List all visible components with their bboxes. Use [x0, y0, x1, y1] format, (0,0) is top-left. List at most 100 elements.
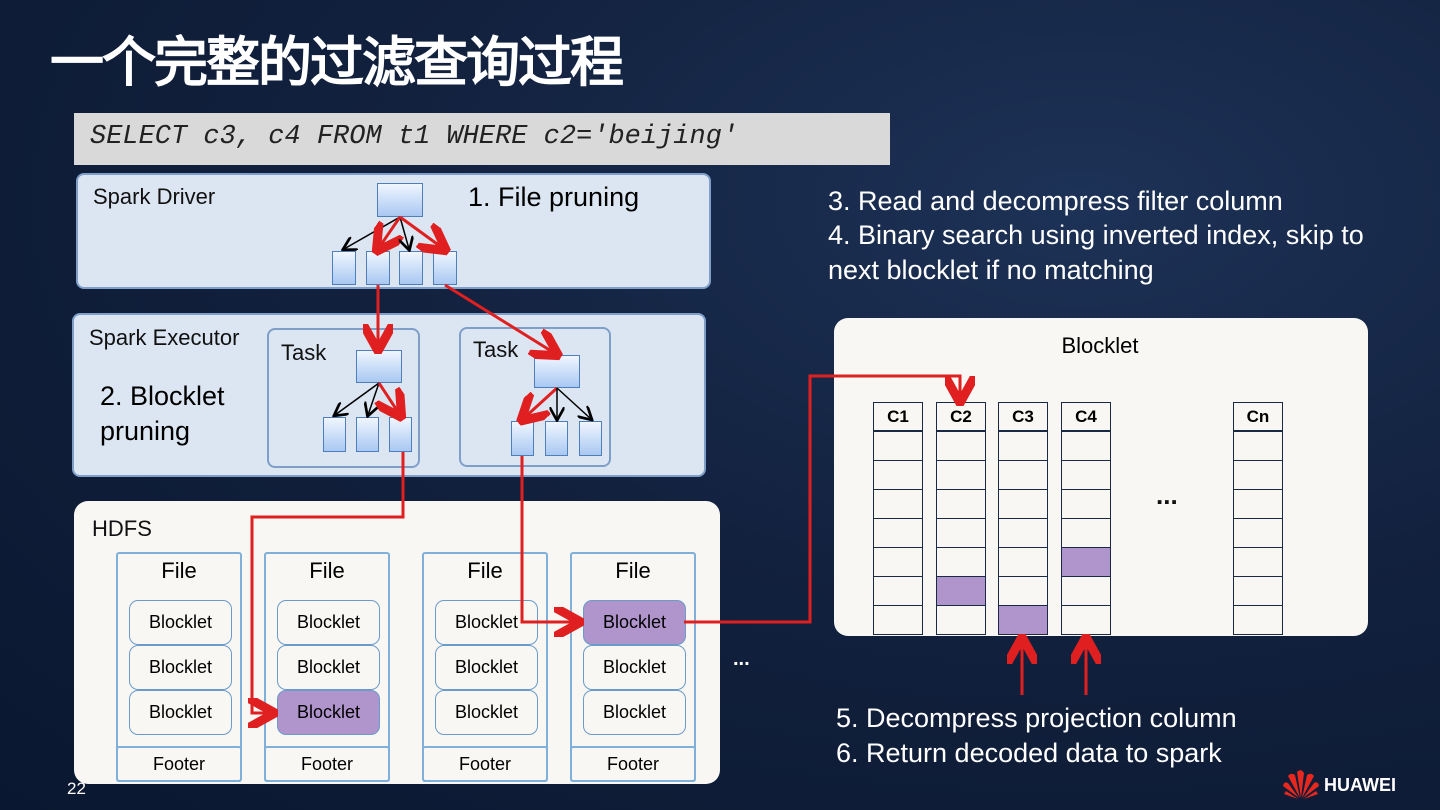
column-cell	[873, 606, 923, 635]
column-header: C1	[873, 402, 923, 432]
column-cell	[998, 432, 1048, 461]
blocklet: Blocklet	[435, 690, 538, 735]
driver-root-node	[377, 183, 423, 217]
blocklet-selected: Blocklet	[583, 600, 686, 645]
blocklet-pruning-step-line2: pruning	[100, 416, 191, 446]
blocklet: Blocklet	[129, 645, 232, 690]
blocklet: Blocklet	[277, 600, 380, 645]
step-6-text: 6. Return decoded data to spark	[836, 738, 1222, 768]
column-cell	[873, 548, 923, 577]
slide-title: 一个完整的过滤查询过程	[50, 31, 624, 94]
column-cell	[873, 577, 923, 606]
task-child-node	[389, 417, 412, 452]
blocklet: Blocklet	[435, 645, 538, 690]
column-cell	[998, 548, 1048, 577]
file-pruning-step: 1. File pruning	[468, 182, 640, 212]
column-cell	[873, 432, 923, 461]
column-cell	[1061, 577, 1111, 606]
file-footer: Footer	[264, 746, 390, 782]
file-footer: Footer	[422, 746, 548, 782]
column-cell	[1233, 548, 1283, 577]
step-3-text: 3. Read and decompress filter column	[828, 186, 1283, 216]
column-cell	[936, 490, 986, 519]
sql-query: SELECT c3, c4 FROM t1 WHERE c2='beijing'	[74, 113, 890, 165]
blocklet: Blocklet	[129, 690, 232, 735]
blocklet-detail-title: Blocklet	[1061, 333, 1139, 358]
column-cell	[1061, 490, 1111, 519]
column-cell	[936, 461, 986, 490]
column-cell	[873, 461, 923, 490]
file-title: File	[467, 558, 503, 583]
column-header: Cn	[1233, 402, 1283, 432]
column-c1: C1	[873, 402, 923, 635]
more-files-ellipsis: ...	[733, 648, 750, 670]
column-cell-selected	[998, 606, 1048, 635]
column-c3: C3	[998, 402, 1048, 635]
column-header: C3	[998, 402, 1048, 432]
column-header: C4	[1061, 402, 1111, 432]
driver-child-node	[433, 251, 457, 285]
column-c4: C4	[1061, 402, 1111, 635]
column-cell	[873, 490, 923, 519]
blocklet-selected: Blocklet	[277, 690, 380, 735]
blocklet-pruning-step-line1: 2. Blocklet	[100, 381, 225, 411]
column-cell	[998, 490, 1048, 519]
column-cell	[998, 519, 1048, 548]
column-cn: Cn	[1233, 402, 1283, 635]
blocklet: Blocklet	[583, 645, 686, 690]
column-cell	[1061, 461, 1111, 490]
column-cell-selected	[936, 577, 986, 606]
column-cell	[1233, 461, 1283, 490]
task-root-node	[534, 355, 580, 388]
driver-child-node	[366, 251, 390, 285]
file-footer: Footer	[116, 746, 242, 782]
page-number: 22	[67, 779, 86, 798]
driver-child-node	[332, 251, 356, 285]
column-header: C2	[936, 402, 986, 432]
column-cell	[1061, 432, 1111, 461]
task-child-node	[323, 417, 346, 452]
column-cell	[1061, 519, 1111, 548]
file-title: File	[161, 558, 197, 583]
column-c2: C2	[936, 402, 986, 635]
task-child-node	[545, 421, 568, 456]
huawei-logo: HUAWEI	[1282, 768, 1402, 800]
driver-child-node	[399, 251, 423, 285]
file-footer: Footer	[570, 746, 696, 782]
column-cell	[936, 432, 986, 461]
column-cell	[936, 606, 986, 635]
column-cell	[998, 461, 1048, 490]
blocklet: Blocklet	[277, 645, 380, 690]
column-cell	[998, 577, 1048, 606]
task-label: Task	[473, 337, 519, 362]
task-child-node	[356, 417, 379, 452]
file-title: File	[309, 558, 345, 583]
task-child-node	[579, 421, 602, 456]
column-cell	[1233, 606, 1283, 635]
column-cell-selected	[1061, 548, 1111, 577]
spark-driver-label: Spark Driver	[93, 184, 216, 209]
column-cell	[1233, 577, 1283, 606]
column-cell	[1233, 490, 1283, 519]
blocklet: Blocklet	[129, 600, 232, 645]
task-child-node	[511, 421, 534, 456]
huawei-wordmark: HUAWEI	[1324, 775, 1396, 795]
column-cell	[1233, 519, 1283, 548]
column-cell	[1233, 432, 1283, 461]
blocklet: Blocklet	[583, 690, 686, 735]
more-columns-ellipsis: ...	[1156, 480, 1178, 510]
blocklet: Blocklet	[435, 600, 538, 645]
column-cell	[873, 519, 923, 548]
huawei-petals-icon	[1283, 770, 1319, 799]
hdfs-label: HDFS	[92, 516, 152, 541]
step-5-text: 5. Decompress projection column	[836, 703, 1237, 733]
task-label: Task	[281, 340, 327, 365]
file-title: File	[615, 558, 651, 583]
column-cell	[936, 548, 986, 577]
column-cell	[936, 519, 986, 548]
spark-executor-label: Spark Executor	[89, 325, 240, 350]
